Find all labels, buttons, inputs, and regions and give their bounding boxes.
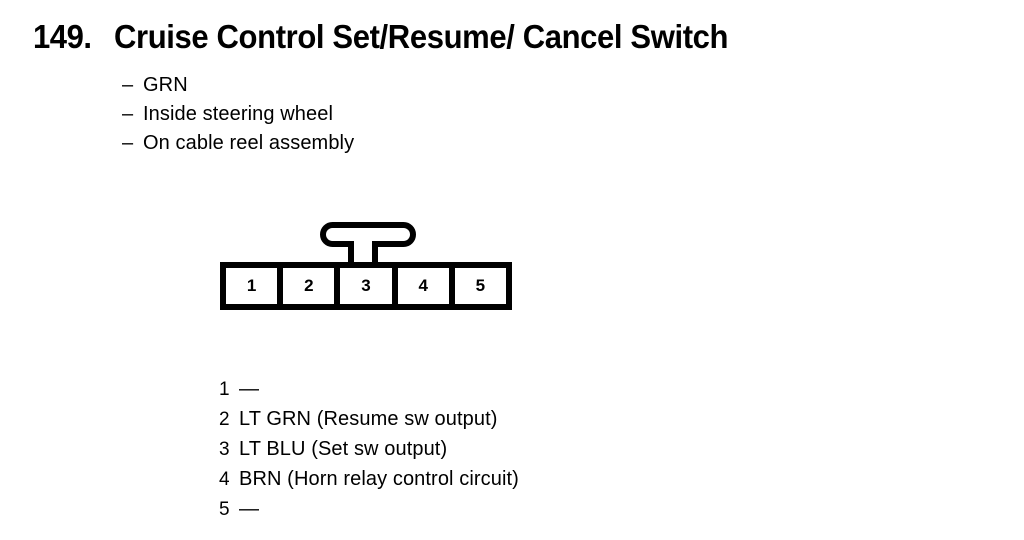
pin-legend-number: 4 [219, 469, 230, 490]
connector-pin-number: 4 [418, 276, 428, 295]
connector-pin-cell: 5 [455, 268, 506, 304]
connector-pin-row: 1 2 3 4 5 [220, 262, 512, 310]
connector-pin-number: 1 [246, 276, 257, 295]
note-item: –Inside steering wheel [122, 100, 354, 129]
connector-latch-neck-gap [354, 241, 372, 248]
pin-legend-row: 1 — [219, 378, 519, 408]
pin-legend-description: — [239, 498, 260, 520]
page-title: 149. Cruise Control Set/Resume/ Cancel S… [33, 18, 768, 56]
pin-legend-number: 1 [219, 379, 230, 400]
connector-pin-number: 3 [361, 276, 371, 295]
pin-legend-number: 3 [219, 439, 230, 460]
section-number: 149. [33, 18, 92, 55]
connector-pin-cell: 1 [226, 268, 284, 304]
bullet-dash-icon: – [122, 132, 134, 154]
connector-diagram: 1 2 3 4 5 [220, 222, 512, 312]
note-label: GRN [143, 74, 188, 96]
note-item: –GRN [122, 71, 354, 100]
pin-legend-description: — [239, 378, 260, 400]
section-title: Cruise Control Set/Resume/ Cancel Switch [114, 18, 729, 55]
pin-legend-row: 4 BRN (Horn relay control circuit) [219, 468, 519, 498]
connector-pin-cell: 2 [283, 268, 341, 304]
pin-legend-number: 2 [219, 409, 230, 430]
pin-legend-description: BRN (Horn relay control circuit) [239, 468, 519, 490]
note-label: Inside steering wheel [143, 103, 333, 125]
note-item: –On cable reel assembly [122, 129, 354, 158]
pin-legend-row: 2 LT GRN (Resume sw output) [219, 408, 519, 438]
pin-legend-description: LT BLU (Set sw output) [239, 438, 448, 460]
connector-pin-cell: 4 [398, 268, 455, 304]
pin-legend: 1 — 2 LT GRN (Resume sw output) 3 LT BLU… [219, 378, 519, 528]
pin-legend-row: 3 LT BLU (Set sw output) [219, 438, 519, 468]
bullet-dash-icon: – [122, 74, 134, 96]
bullet-dash-icon: – [122, 103, 134, 125]
connector-pin-number: 5 [475, 276, 486, 295]
connector-pin-cell: 3 [340, 268, 398, 304]
notes-list: –GRN –Inside steering wheel –On cable re… [122, 71, 354, 158]
pin-legend-number: 5 [219, 499, 230, 520]
note-label: On cable reel assembly [143, 132, 355, 154]
connector-pin-number: 2 [304, 276, 314, 295]
pin-legend-description: LT GRN (Resume sw output) [239, 408, 498, 430]
pin-legend-row: 5 — [219, 498, 519, 528]
